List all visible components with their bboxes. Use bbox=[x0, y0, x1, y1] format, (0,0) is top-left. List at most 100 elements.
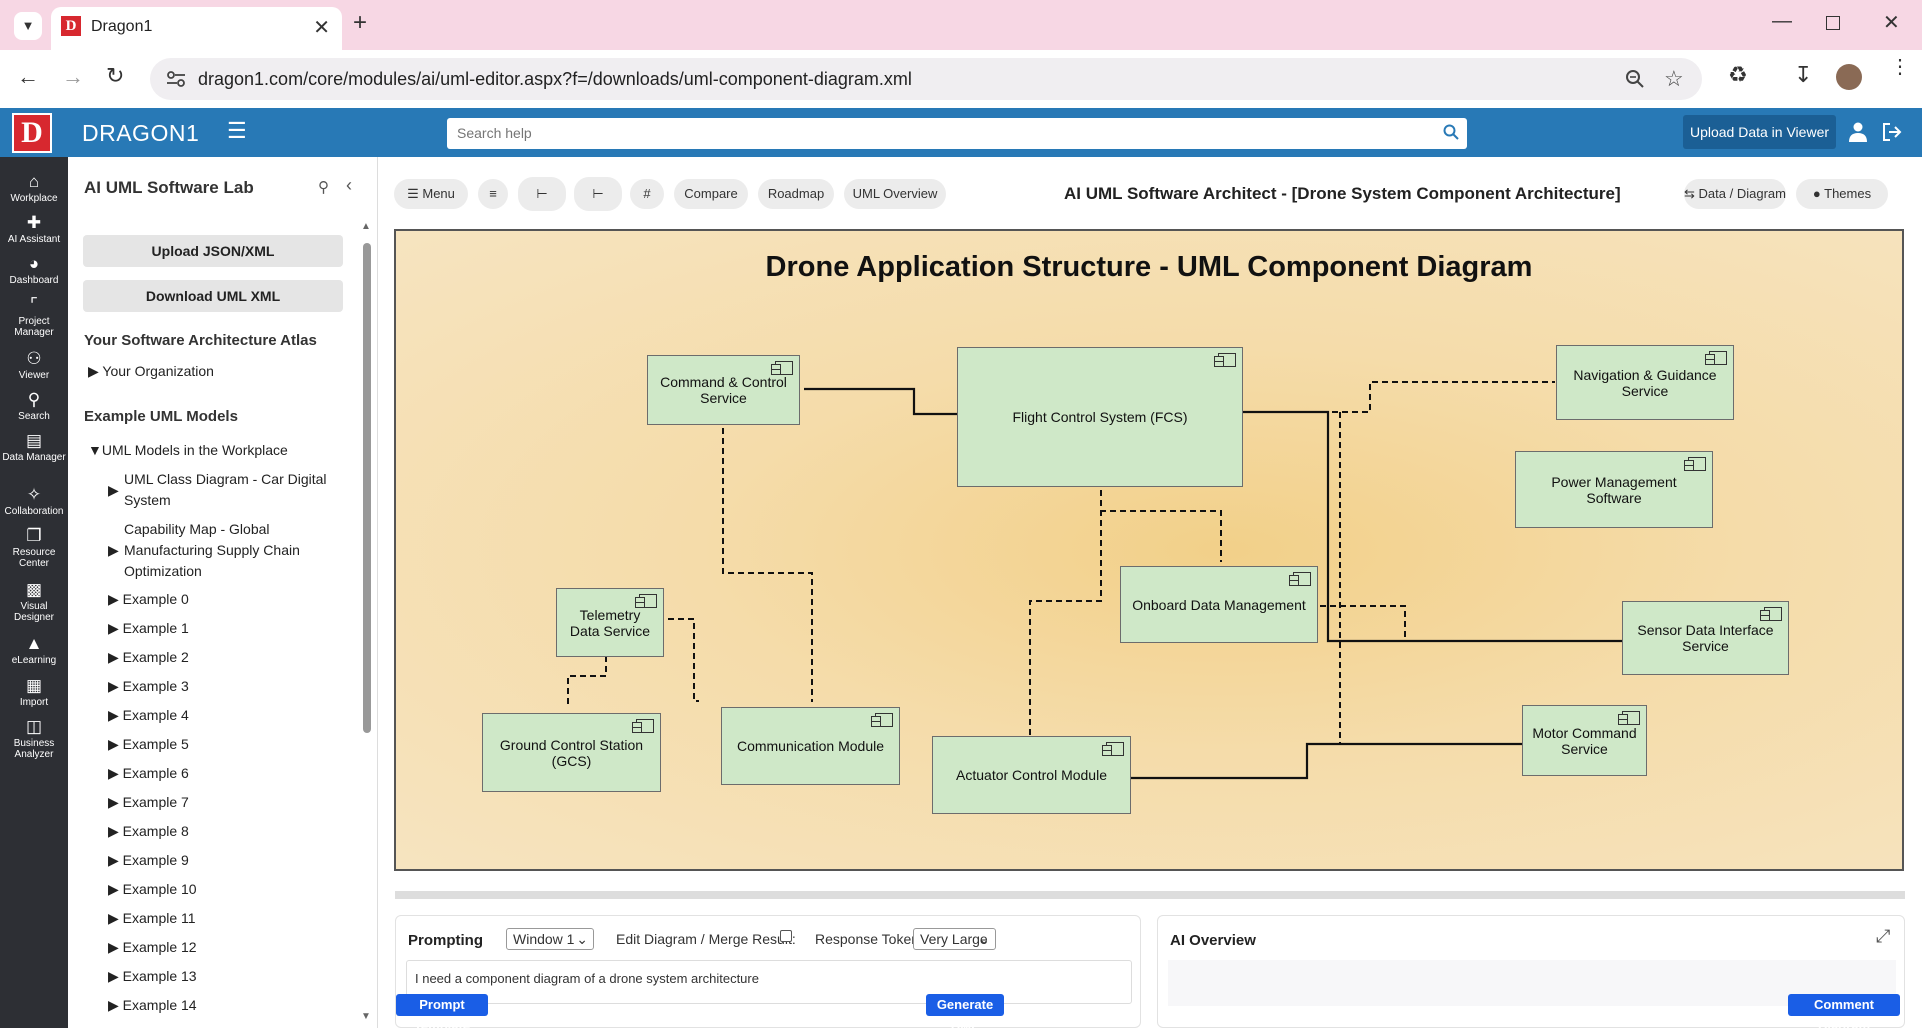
component-ground-control-station[interactable]: Ground Control Station (GCS) bbox=[482, 713, 661, 792]
new-tab-icon[interactable]: + bbox=[353, 9, 368, 36]
rail-item-ai-assistant[interactable]: ✚AI Assistant bbox=[0, 214, 68, 246]
connector-cmd-fcs bbox=[804, 387, 958, 416]
window-select[interactable]: Window 1 ⌄ bbox=[506, 928, 594, 950]
sidebar-scroll-thumb[interactable] bbox=[363, 243, 371, 733]
forward-icon[interactable]: → bbox=[62, 64, 84, 89]
minimize-window-icon[interactable]: — bbox=[1772, 10, 1792, 32]
lock-icon[interactable]: ⚲ bbox=[318, 179, 329, 196]
reload-icon[interactable]: ↻ bbox=[106, 63, 125, 88]
extensions-icon[interactable]: ♻ bbox=[1728, 62, 1748, 87]
sidebar-scrollbar[interactable]: ▲ ▼ bbox=[361, 221, 371, 1022]
rail-item-visual-designer[interactable]: ▩Visual Designer bbox=[0, 581, 68, 624]
data-diagram-button[interactable]: ⇆ Data / Diagram bbox=[1684, 179, 1786, 209]
component-motor-command-service[interactable]: Motor Command Service bbox=[1522, 705, 1647, 776]
splitter-bar[interactable] bbox=[395, 891, 1905, 899]
grid-icon: ▦ bbox=[25, 676, 43, 695]
roadmap-button[interactable]: Roadmap bbox=[758, 179, 834, 209]
tree-item-example[interactable]: ▶ Example 13 bbox=[108, 968, 197, 984]
tree-item-class-diagram[interactable]: ▶UML Class Diagram - Car Digital System bbox=[108, 471, 327, 508]
tab-title: Dragon1 bbox=[91, 18, 153, 35]
component-actuator-control-module[interactable]: Actuator Control Module bbox=[932, 736, 1131, 814]
diagram-toolbar: ☰ Menu ≡ ⊢ ⊢ # Compare Roadmap UML Overv… bbox=[394, 174, 1904, 212]
rail-item-workplace[interactable]: ⌂Workplace bbox=[0, 173, 68, 205]
collapse-sidebar-icon[interactable]: ‹ bbox=[346, 175, 352, 195]
tree-item-example[interactable]: ▶ Example 3 bbox=[108, 678, 189, 694]
browser-tab[interactable]: D Dragon1 ✕ bbox=[51, 7, 342, 50]
connector-telemetry-comm bbox=[658, 618, 699, 702]
search-icon[interactable] bbox=[1443, 124, 1459, 140]
tree-item-example[interactable]: ▶ Example 10 bbox=[108, 881, 197, 897]
tree-item-example[interactable]: ▶ Example 7 bbox=[108, 794, 189, 810]
generate-uml-button[interactable]: Generate UML bbox=[926, 994, 1004, 1028]
component-icon bbox=[1289, 572, 1311, 586]
tree-item-example[interactable]: ▶ Example 0 bbox=[108, 591, 189, 607]
menu-button[interactable]: ☰ Menu bbox=[394, 179, 468, 209]
compare-button[interactable]: Compare bbox=[674, 179, 748, 209]
themes-button[interactable]: ● Themes bbox=[1796, 179, 1888, 209]
rail-item-search[interactable]: ⚲Search bbox=[0, 391, 68, 423]
tree-item-capability-map[interactable]: ▶Capability Map - Global Manufacturing S… bbox=[108, 521, 300, 579]
logout-icon[interactable] bbox=[1882, 122, 1902, 142]
tree-item-example[interactable]: ▶ Example 1 bbox=[108, 620, 189, 636]
user-icon[interactable] bbox=[1849, 122, 1867, 142]
hamburger-menu-icon[interactable]: ☰ bbox=[227, 118, 247, 143]
rail-item-resource-center[interactable]: ❐Resource Center bbox=[0, 527, 68, 570]
expand-icon[interactable]: ⤢ bbox=[1876, 926, 1891, 946]
tree-item-example[interactable]: ▶ Example 14 bbox=[108, 997, 197, 1013]
profile-avatar[interactable] bbox=[1836, 64, 1862, 90]
restore-window-icon[interactable] bbox=[1826, 16, 1840, 30]
tree-item-workplace-models[interactable]: ▼UML Models in the Workplace bbox=[88, 442, 288, 458]
upload-json-button[interactable]: Upload JSON/XML bbox=[83, 235, 343, 267]
component-communication-module[interactable]: Communication Module bbox=[721, 707, 900, 785]
component-flight-control-system[interactable]: Flight Control System (FCS) bbox=[957, 347, 1243, 487]
rail-item-viewer[interactable]: ⚇Viewer bbox=[0, 350, 68, 382]
diagram-canvas[interactable]: Drone Application Structure - UML Compon… bbox=[394, 229, 1904, 871]
browser-menu-icon[interactable]: ⋮ bbox=[1890, 56, 1910, 78]
rail-item-dashboard[interactable]: ◕Dashboard bbox=[0, 255, 68, 287]
tree-item-example[interactable]: ▶ Example 12 bbox=[108, 939, 197, 955]
component-command-control-service[interactable]: Command & Control Service bbox=[647, 355, 800, 425]
rail-item-collaboration[interactable]: ✧Collaboration bbox=[0, 486, 68, 518]
site-settings-icon[interactable] bbox=[166, 70, 186, 88]
tree-item-example[interactable]: ▶ Example 4 bbox=[108, 707, 189, 723]
tree-item-example[interactable]: ▶ Example 2 bbox=[108, 649, 189, 665]
close-window-icon[interactable]: ✕ bbox=[1883, 12, 1900, 34]
tree-item-example[interactable]: ▶ Example 8 bbox=[108, 823, 189, 839]
component-onboard-data-management[interactable]: Onboard Data Management bbox=[1120, 566, 1318, 643]
close-tab-icon[interactable]: ✕ bbox=[313, 17, 330, 39]
dragon1-logo[interactable]: D bbox=[12, 113, 52, 153]
component-sensor-data-interface-service[interactable]: Sensor Data Interface Service bbox=[1622, 601, 1789, 675]
zoom-icon[interactable] bbox=[1625, 69, 1645, 89]
tree-layout-button[interactable]: ⊢ bbox=[518, 177, 566, 211]
rail-item-project-manager[interactable]: ⌜Project Manager bbox=[0, 296, 68, 339]
prompt-input[interactable]: I need a component diagram of a drone sy… bbox=[406, 960, 1132, 1004]
omnibox[interactable]: dragon1.com/core/modules/ai/uml-editor.a… bbox=[150, 58, 1702, 100]
tree-item-example[interactable]: ▶ Example 6 bbox=[108, 765, 189, 781]
rail-item-import[interactable]: ▦Import bbox=[0, 676, 68, 709]
component-power-management-software[interactable]: Power Management Software bbox=[1515, 451, 1713, 528]
rail-item-elearning[interactable]: ▲eLearning bbox=[0, 635, 68, 667]
back-icon[interactable]: ← bbox=[17, 64, 39, 89]
response-tokens-select[interactable]: Very Large ⌄ bbox=[913, 928, 996, 950]
tree-item-example[interactable]: ▶ Example 9 bbox=[108, 852, 189, 868]
comment-diagram-button[interactable]: Comment Diagram bbox=[1788, 994, 1900, 1028]
component-telemetry-data-service[interactable]: Telemetry Data Service bbox=[556, 588, 664, 657]
tab-list-chevron-icon[interactable]: ▼ bbox=[14, 12, 42, 40]
component-navigation-guidance-service[interactable]: Navigation & Guidance Service bbox=[1556, 345, 1734, 420]
tree-item-example[interactable]: ▶ Example 11 bbox=[108, 910, 196, 926]
download-icon[interactable]: ↧ bbox=[1794, 62, 1813, 87]
upload-data-button[interactable]: Upload Data in Viewer bbox=[1683, 115, 1836, 149]
download-xml-button[interactable]: Download UML XML bbox=[83, 280, 343, 312]
search-input[interactable] bbox=[447, 118, 1397, 147]
tree-layout-alt-button[interactable]: ⊢ bbox=[574, 177, 622, 211]
rail-item-business-analyzer[interactable]: ◫Business Analyzer bbox=[0, 718, 68, 761]
grid-button[interactable]: # bbox=[630, 179, 664, 209]
rail-item-data-manager[interactable]: ▤Data Manager bbox=[0, 432, 68, 464]
align-button[interactable]: ≡ bbox=[478, 179, 508, 209]
prompt-template-button[interactable]: Prompt Template bbox=[396, 994, 488, 1028]
uml-overview-button[interactable]: UML Overview bbox=[844, 179, 946, 209]
edit-merge-checkbox[interactable] bbox=[780, 930, 792, 942]
bookmark-star-icon[interactable]: ☆ bbox=[1664, 66, 1684, 91]
tree-item-example[interactable]: ▶ Example 5 bbox=[108, 736, 189, 752]
tree-item-organization[interactable]: ▶ Your Organization bbox=[88, 363, 214, 379]
